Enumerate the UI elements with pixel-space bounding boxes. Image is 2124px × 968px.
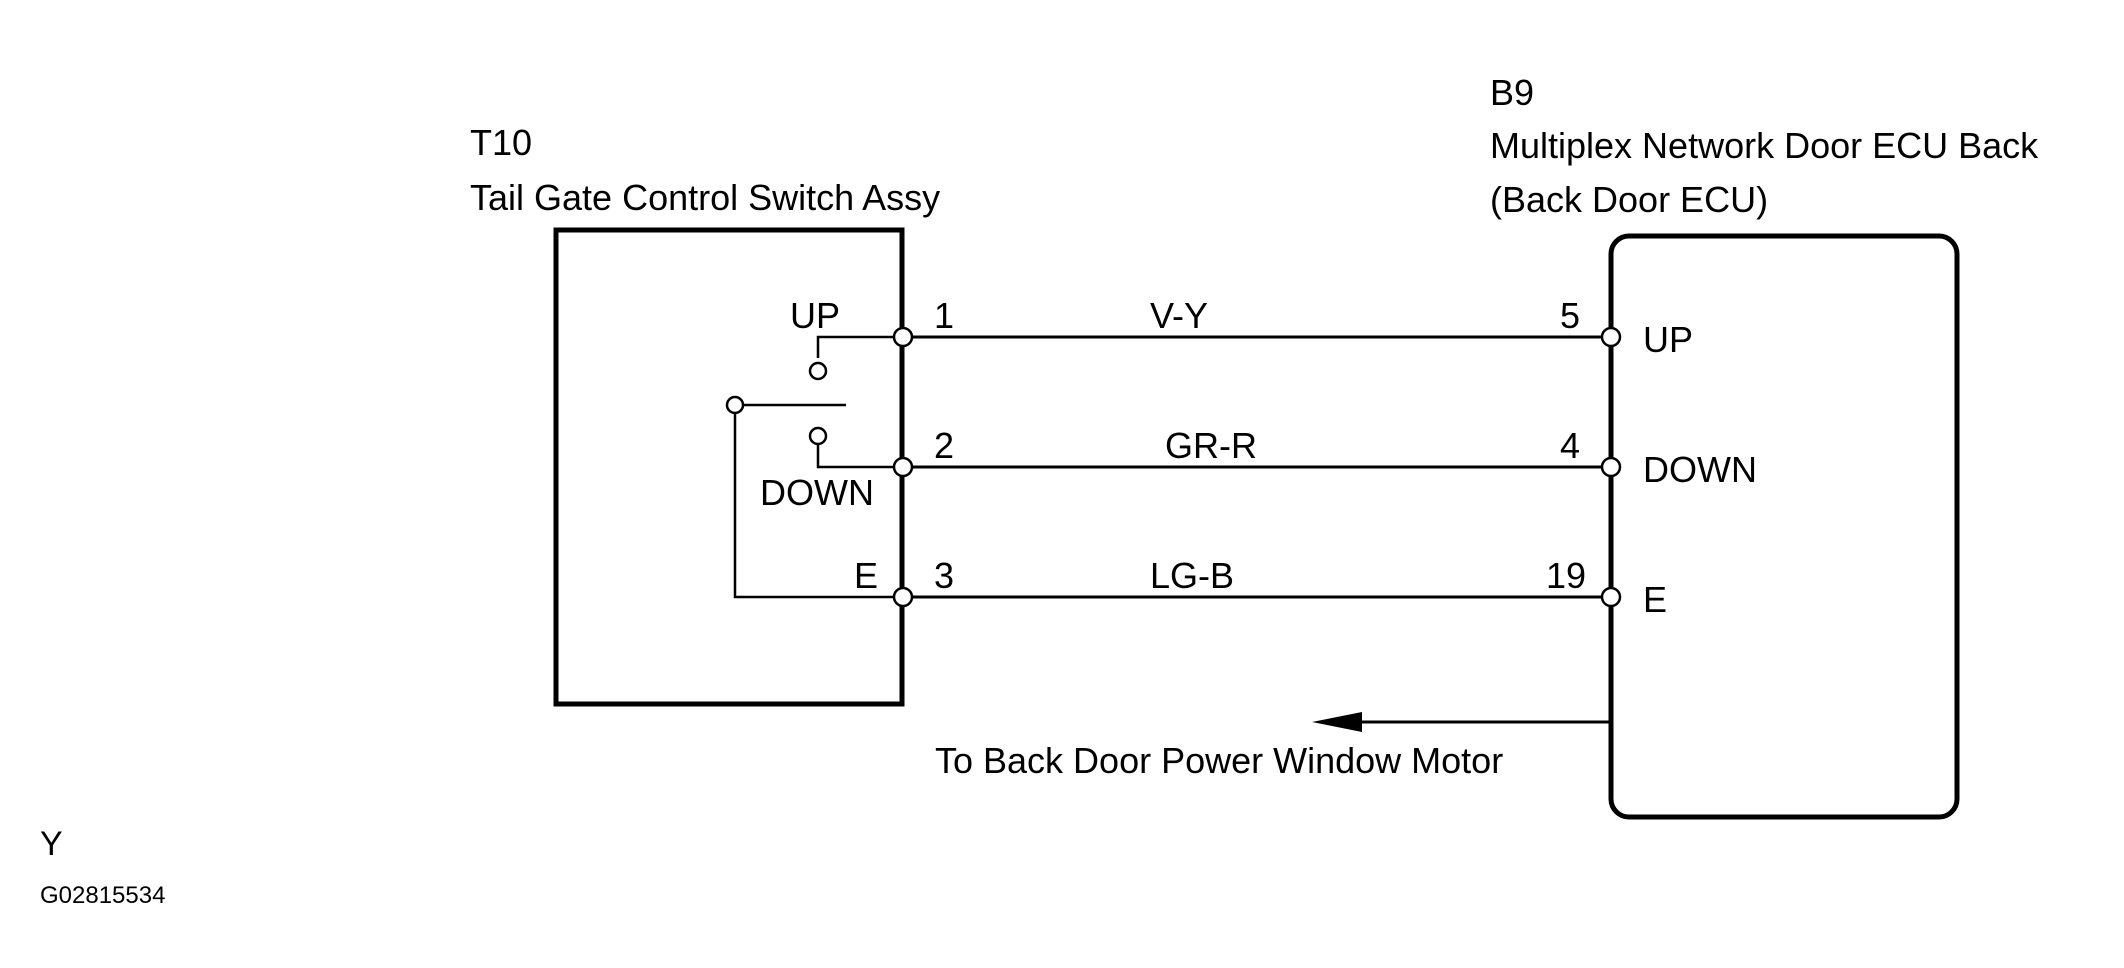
switch-id: T10: [470, 122, 532, 163]
switch-name: Tail Gate Control Switch Assy: [470, 177, 940, 218]
wire-2-ecu-pin: 4: [1560, 425, 1580, 466]
up-contact-terminal: [808, 361, 828, 381]
switch-label-e: E: [854, 555, 878, 596]
up-contact-lead: [816, 335, 903, 358]
switch-contacts: [725, 335, 903, 599]
switch-pin-1-terminal: [892, 326, 914, 348]
motor-output-arrow-icon: [1312, 712, 1362, 732]
wire-3: 3 LG-B 19: [912, 555, 1601, 599]
wire-2-color-code: GR-R: [1165, 425, 1257, 466]
footer-marker: Y: [40, 825, 63, 863]
wire-1-switch-pin: 1: [934, 295, 954, 336]
wire-3-color-code: LG-B: [1150, 555, 1234, 596]
motor-output-label: To Back Door Power Window Motor: [935, 740, 1503, 781]
ecu-pin-5-terminal: [1600, 326, 1622, 348]
switch-component: T10 Tail Gate Control Switch Assy UP DOW…: [470, 122, 940, 707]
motor-output: To Back Door Power Window Motor: [935, 712, 1611, 781]
ecu-pin-4-terminal: [1600, 456, 1622, 478]
switch-label-up: UP: [790, 295, 840, 336]
wire-1-color-code: V-Y: [1150, 295, 1208, 336]
common-lead: [733, 413, 903, 599]
wire-3-ecu-pin: 19: [1546, 555, 1586, 596]
ecu-label-e: E: [1643, 579, 1667, 620]
wire-1: 1 V-Y 5: [912, 295, 1601, 339]
down-contact-lead: [816, 444, 903, 469]
wire-3-switch-pin: 3: [934, 555, 954, 596]
ecu-box: [1608, 233, 1960, 820]
ecu-name-line2: (Back Door ECU): [1490, 179, 1768, 220]
ecu-name-line1: Multiplex Network Door ECU Back: [1490, 125, 2039, 166]
ecu-pin-19-terminal: [1600, 586, 1622, 608]
common-pivot-terminal: [725, 395, 745, 415]
wire-1-ecu-pin: 5: [1560, 295, 1580, 336]
ecu-id: B9: [1490, 72, 1534, 113]
ecu-label-down: DOWN: [1643, 449, 1757, 490]
switch-label-down: DOWN: [760, 472, 874, 513]
wire-2-switch-pin: 2: [934, 425, 954, 466]
switch-pin-2-terminal: [892, 456, 914, 478]
switch-pin-3-terminal: [892, 586, 914, 608]
wire-2: 2 GR-R 4: [912, 425, 1601, 469]
figure-code: G02815534: [40, 882, 165, 909]
ecu-component: B9 Multiplex Network Door ECU Back (Back…: [1490, 72, 2039, 820]
down-contact-terminal: [808, 426, 828, 446]
ecu-label-up: UP: [1643, 319, 1693, 360]
